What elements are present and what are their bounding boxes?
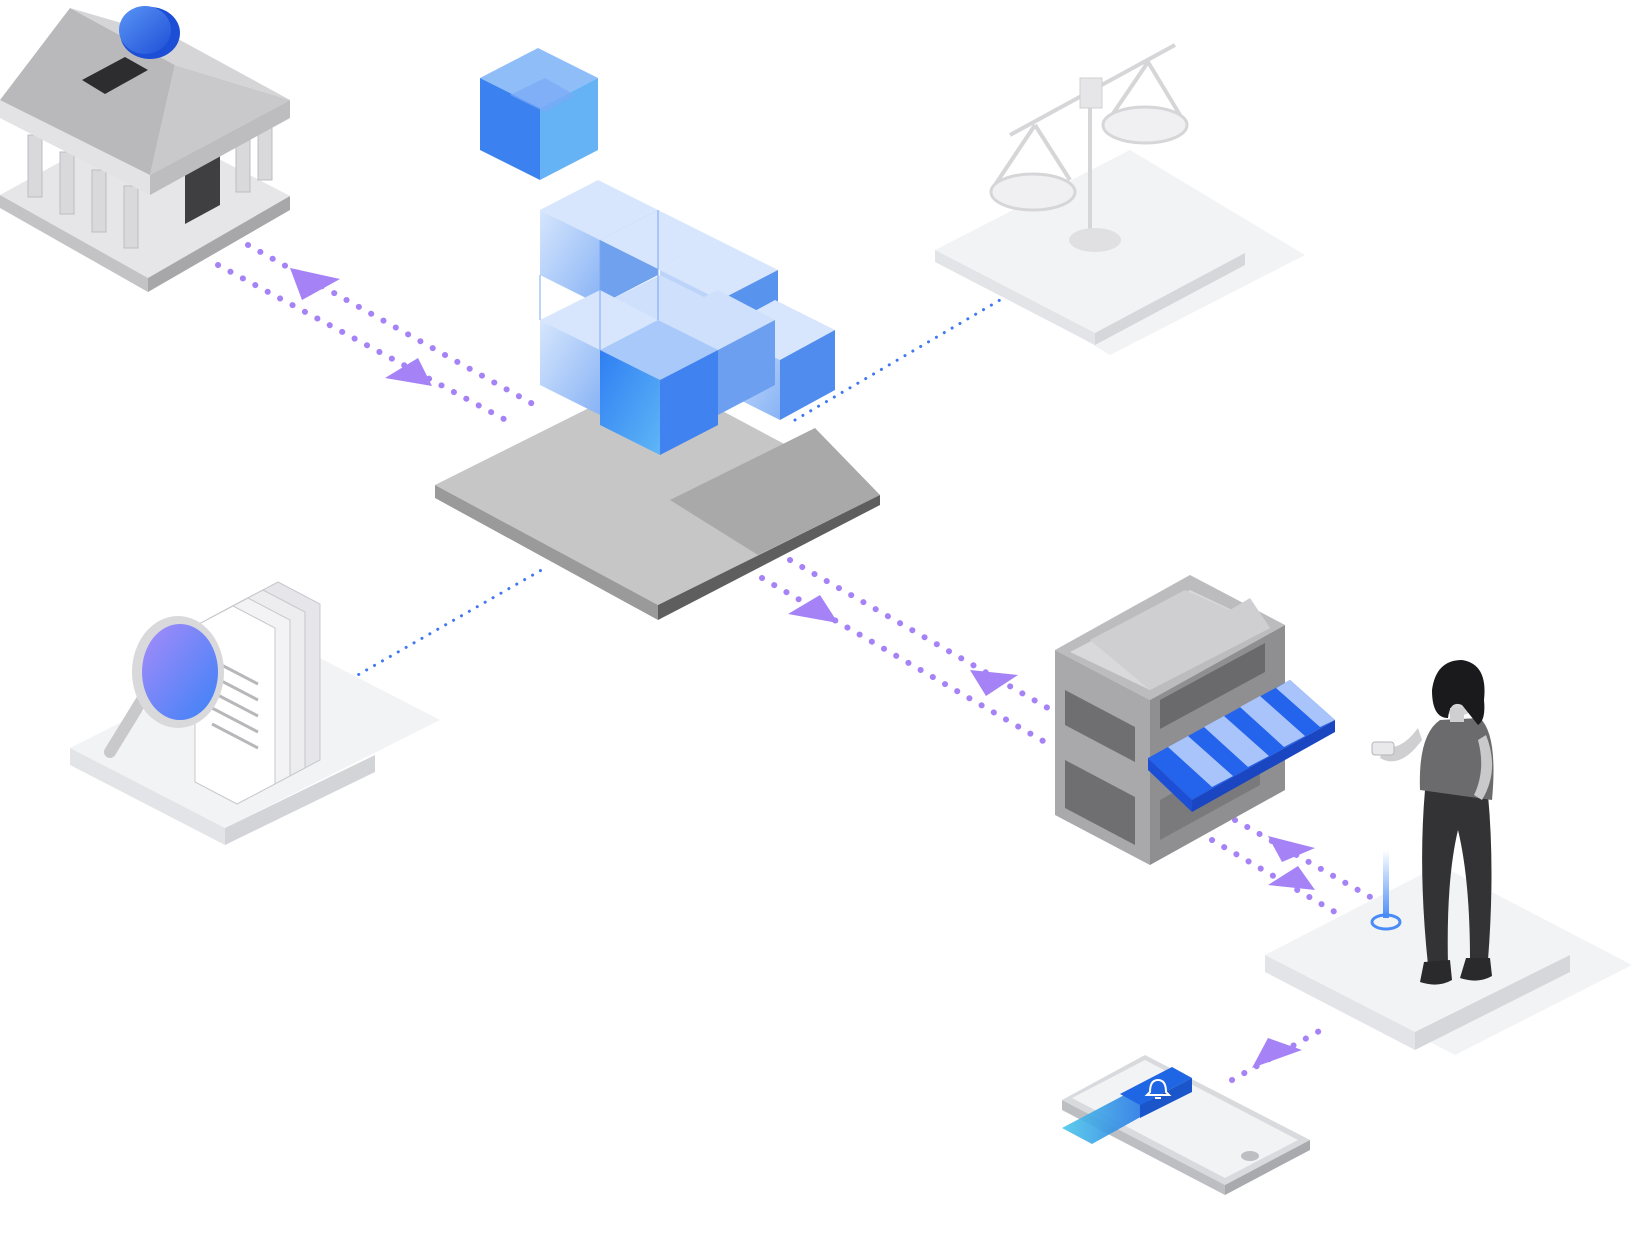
arrow-hub-to-store — [788, 595, 838, 623]
justice-node — [935, 43, 1305, 355]
phone-node — [1062, 1055, 1310, 1195]
awning — [1148, 680, 1335, 812]
coin-icon — [119, 6, 180, 59]
customer-node — [1265, 660, 1632, 1055]
arrow-customer-to-store — [1268, 836, 1315, 862]
cube-cluster — [539, 180, 835, 455]
magnifier-icon — [104, 616, 224, 758]
bank-node — [0, 6, 290, 292]
connector-bank-hub — [215, 242, 543, 428]
hub-node — [435, 48, 880, 620]
connector-hub-justice — [793, 298, 1002, 422]
connector-store-customer — [1209, 817, 1375, 918]
arrow-store-to-hub — [970, 670, 1018, 696]
arrow-customer-to-phone — [1252, 1038, 1302, 1068]
arrow-store-to-customer — [1268, 866, 1315, 890]
connector-hub-audit — [333, 566, 547, 690]
arrow-bank-to-hub — [290, 268, 340, 300]
notification-card — [1120, 1067, 1192, 1118]
bell-icon — [1144, 1078, 1172, 1099]
person — [1371, 660, 1494, 985]
arrow-hub-to-bank — [385, 358, 432, 386]
connector-hub-store — [759, 557, 1063, 748]
store-node — [1055, 575, 1335, 865]
audit-node — [70, 581, 440, 845]
location-beacon — [1370, 850, 1402, 931]
floating-cube — [480, 48, 598, 180]
